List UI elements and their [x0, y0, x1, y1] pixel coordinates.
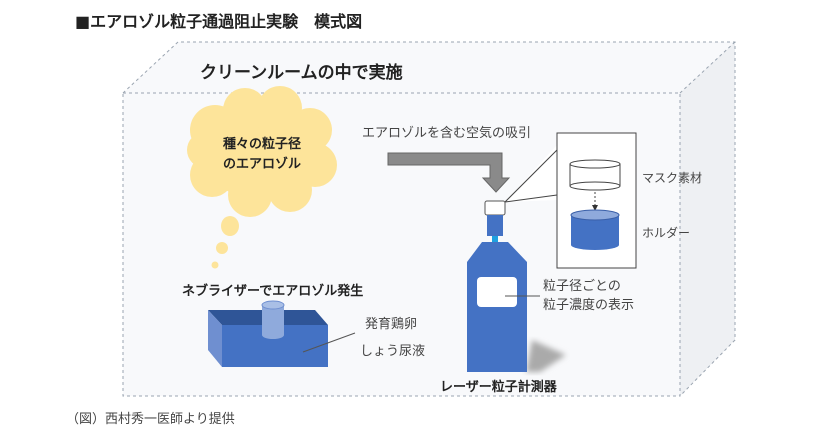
- cloud-label-2: のエアロゾル: [223, 156, 301, 172]
- nebulizer-box: [208, 300, 356, 367]
- counter-label: レーザー粒子計測器: [440, 379, 558, 395]
- suction-arrow-icon: [387, 152, 511, 193]
- thought-bubble: [211, 261, 219, 269]
- thought-bubble: [216, 242, 228, 254]
- figure-caption: （図）西村秀一医師より提供: [66, 411, 235, 427]
- holder-cylinder: [570, 209, 620, 250]
- display-label-2: 粒子濃度の表示: [543, 297, 634, 313]
- nebulizer-label: ネブライザーでエアロゾル発生: [182, 283, 363, 299]
- mask-material-cylinder: [569, 159, 621, 191]
- figure-title: ■エアロゾル粒子通過阻止実験 模式図: [75, 12, 362, 31]
- fluid-label-1: 発育鶏卵: [365, 316, 417, 332]
- thought-bubble: [221, 216, 239, 236]
- suction-label: エアロゾルを含む空気の吸引: [362, 125, 531, 141]
- callout-box: [504, 132, 637, 269]
- mask-material-label: マスク素材: [642, 171, 702, 185]
- holder-label: ホルダー: [642, 225, 690, 240]
- display-label-1: 粒子径ごとの: [543, 278, 621, 294]
- room-label: クリーンルームの中で実施: [200, 62, 403, 83]
- display-window: [477, 277, 517, 307]
- aerosol-cloud: [187, 86, 337, 269]
- laser-particle-counter: [467, 200, 566, 372]
- cloud-label-1: 種々の粒子径: [223, 136, 301, 152]
- fluid-label-2: しょう尿液: [360, 344, 425, 359]
- counter-shadow: [526, 340, 566, 372]
